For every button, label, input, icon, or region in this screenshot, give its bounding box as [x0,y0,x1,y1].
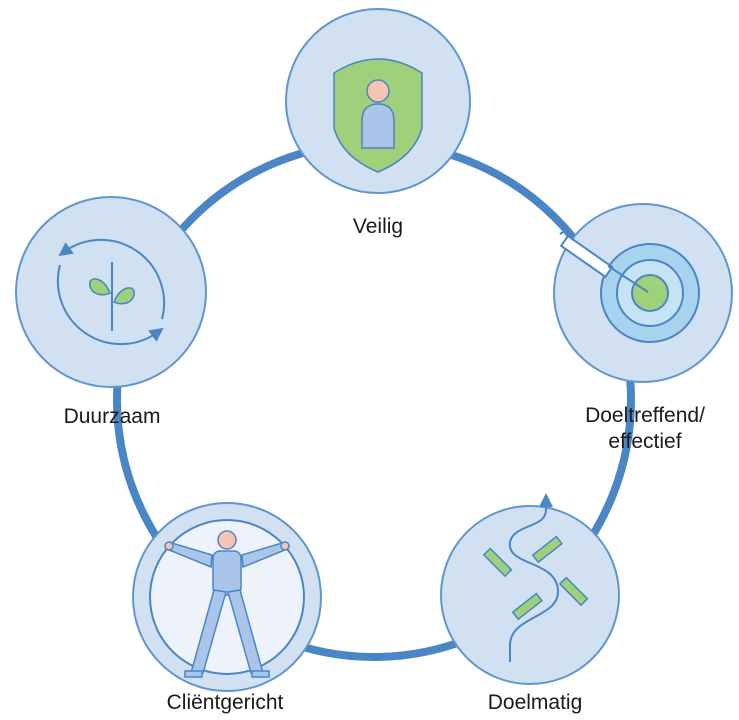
shield-person-icon [333,58,423,173]
node-doeltreffend [553,203,733,383]
cycle-sprout-icon [56,238,166,346]
label-duurzaam: Duurzaam [63,405,161,428]
label-doelmatig: Doelmatig [487,691,583,714]
node-clientgericht [132,502,322,692]
label-doeltreffend-line1: Doeltreffend/ [585,404,705,427]
winding-road-icon [482,493,589,662]
vitruvian-person-icon [164,530,290,678]
node-veilig [285,8,471,194]
label-veilig: Veilig [352,215,404,238]
node-doelmatig-circle [440,505,620,685]
label-doeltreffend-line2: effectief [608,430,682,453]
label-clientgericht: Cliëntgericht [166,691,284,714]
node-doelmatig [440,493,620,685]
node-duurzaam [15,196,207,388]
label-doeltreffend: Doeltreffend/ effectief [560,403,730,455]
target-syringe-icon [559,225,700,343]
